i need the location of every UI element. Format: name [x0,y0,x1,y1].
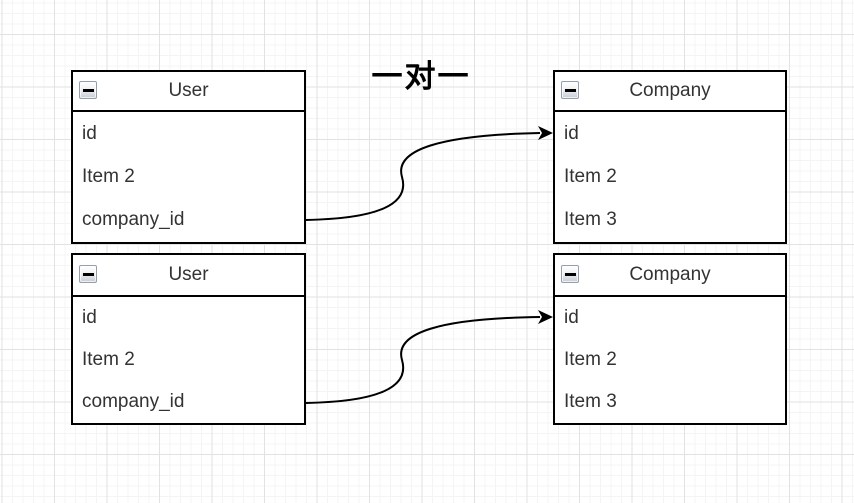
minus-icon [82,88,94,92]
relation-arrow-top[interactable] [305,126,553,221]
table-body: id Item 2 Item 3 [555,112,785,242]
arrowhead-icon [538,126,553,140]
collapse-button[interactable] [79,265,97,283]
collapse-button[interactable] [561,81,579,99]
table-title: User [168,80,209,101]
table-row-id[interactable]: id [82,122,97,144]
table-title: Company [629,264,711,285]
table-header[interactable]: User [73,72,304,112]
table-body: id Item 2 company_id [73,112,304,242]
table-header[interactable]: Company [555,72,785,112]
table-title: User [168,264,209,285]
table-title: Company [629,80,711,101]
table-row-company-id[interactable]: company_id [82,209,185,231]
table-row-item2[interactable]: Item 2 [82,349,135,370]
entity-table-user-bottom[interactable]: User id Item 2 company_id [71,253,306,425]
table-header[interactable]: Company [555,255,785,297]
table-header[interactable]: User [73,255,304,297]
entity-table-company-top[interactable]: Company id Item 2 Item 3 [553,70,787,244]
table-row-id[interactable]: id [82,307,97,328]
relation-arrow-bottom[interactable] [305,310,553,404]
table-row-item3[interactable]: Item 3 [564,391,617,412]
table-row-id[interactable]: id [564,122,579,144]
minus-icon [82,272,94,276]
table-body: id Item 2 company_id [73,297,304,423]
table-row-item3[interactable]: Item 3 [564,209,617,231]
table-row-item2[interactable]: Item 2 [82,165,135,187]
table-row-item2[interactable]: Item 2 [564,349,617,370]
table-row-company-id[interactable]: company_id [82,391,185,412]
table-row-item2[interactable]: Item 2 [564,165,617,187]
minus-icon [564,88,576,92]
diagram-title[interactable]: 一对一 [371,59,471,94]
table-body: id Item 2 Item 3 [555,297,785,423]
collapse-button[interactable] [561,265,579,283]
minus-icon [564,272,576,276]
table-row-id[interactable]: id [564,307,579,328]
entity-table-company-bottom[interactable]: Company id Item 2 Item 3 [553,253,787,425]
arrowhead-icon [538,310,553,324]
collapse-button[interactable] [79,81,97,99]
entity-table-user-top[interactable]: User id Item 2 company_id [71,70,306,244]
